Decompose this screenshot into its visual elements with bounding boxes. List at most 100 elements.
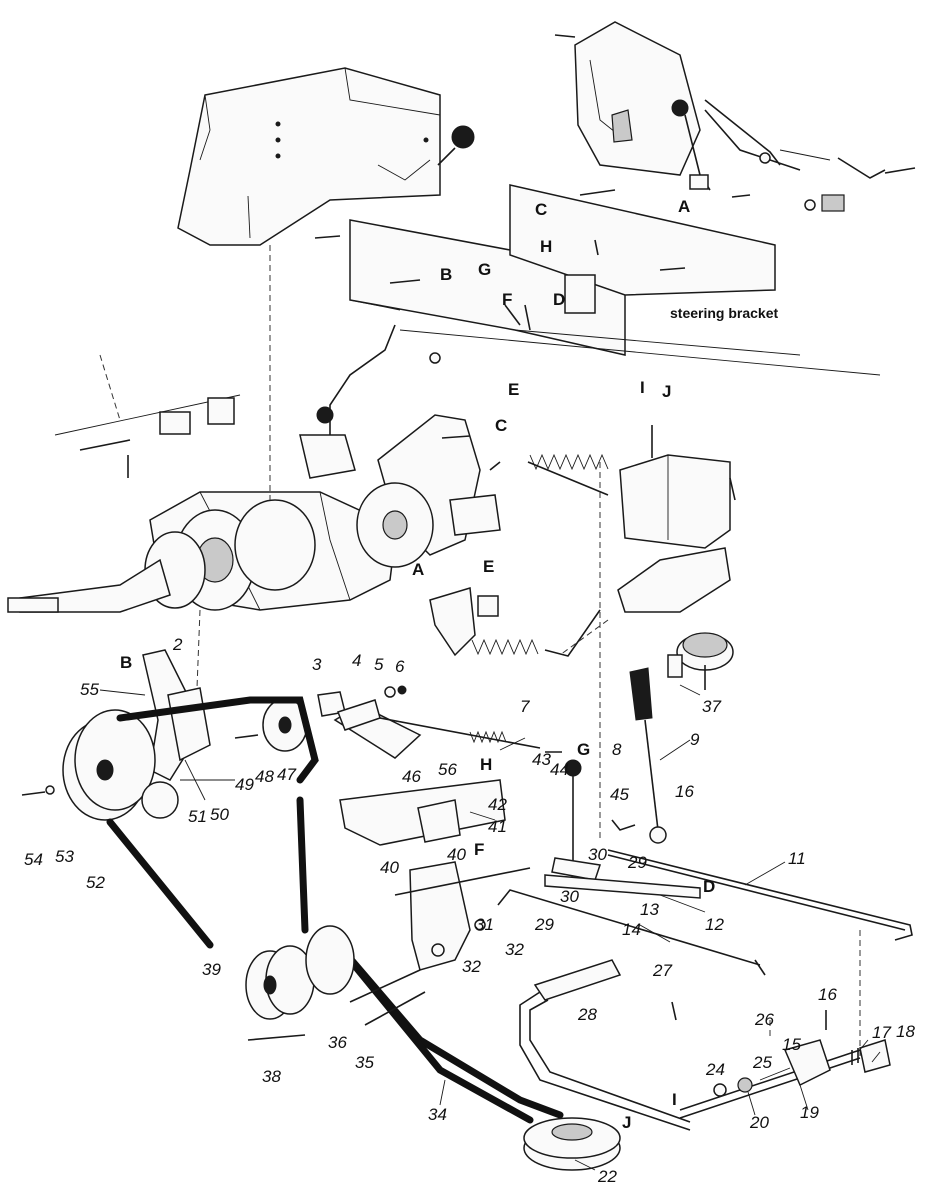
bolt-54-washer-53 <box>21 785 55 796</box>
letter-C-top: C <box>535 200 547 219</box>
letter-A-mid: A <box>412 560 424 579</box>
main-pulley-52 <box>62 709 179 821</box>
label-2: 2 <box>172 635 183 654</box>
pulley-bracket <box>617 425 736 690</box>
transmission <box>7 324 396 613</box>
label-14: 14 <box>622 920 641 939</box>
leader-lines <box>99 684 881 1171</box>
lift-lever-8 <box>551 759 601 881</box>
label-15: 15 <box>782 1035 801 1054</box>
label-30b: 30 <box>560 887 579 906</box>
letter-F-top: F <box>502 290 512 309</box>
label-17: 17 <box>872 1023 891 1042</box>
label-16a: 16 <box>675 782 694 801</box>
letter-H-top: H <box>540 237 552 256</box>
label-45: 45 <box>610 785 629 804</box>
label-5: 5 <box>374 655 384 674</box>
deck-pulley-22 <box>523 1117 621 1171</box>
letter-B-mid: B <box>120 653 132 672</box>
label-16b: 16 <box>818 985 837 1004</box>
label-35: 35 <box>355 1053 374 1072</box>
clutch-bracket <box>356 414 501 568</box>
gear-shift-knob <box>316 406 334 424</box>
letter-G-mid: G <box>577 740 590 759</box>
arm-3-4 <box>317 685 407 731</box>
label-38: 38 <box>262 1067 281 1086</box>
label-55: 55 <box>80 680 99 699</box>
letter-J-top: J <box>662 382 671 401</box>
throttle-knob <box>437 125 475 166</box>
label-40b: 40 <box>447 845 466 864</box>
label-22: 22 <box>597 1167 617 1186</box>
frame-panel <box>314 184 881 376</box>
letter-F-mid: F <box>474 840 484 859</box>
label-53: 53 <box>55 847 74 866</box>
label-51: 51 <box>188 807 207 826</box>
studs-35 <box>247 969 426 1041</box>
label-52: 52 <box>86 873 105 892</box>
label-20: 20 <box>749 1113 769 1132</box>
label-50: 50 <box>210 805 229 824</box>
label-34: 34 <box>428 1105 447 1124</box>
label-24: 24 <box>705 1060 725 1079</box>
cross-shaft-19 <box>671 1001 891 1119</box>
letter-H-mid: H <box>480 755 492 774</box>
label-6: 6 <box>395 657 405 676</box>
pedal-28 <box>519 959 691 1131</box>
label-25: 25 <box>752 1053 772 1072</box>
label-13: 13 <box>640 900 659 919</box>
lever-plate-46 <box>339 779 506 846</box>
label-30a: 30 <box>588 845 607 864</box>
label-48: 48 <box>255 767 274 786</box>
label-26: 26 <box>754 1010 774 1029</box>
label-19: 19 <box>800 1103 819 1122</box>
label-56: 56 <box>438 760 457 779</box>
letter-D-top: D <box>553 290 565 309</box>
label-49: 49 <box>235 775 254 794</box>
rod-27 <box>497 889 766 976</box>
label-4: 4 <box>352 651 361 670</box>
label-8: 8 <box>612 740 622 759</box>
label-36: 36 <box>328 1033 347 1052</box>
label-9: 9 <box>690 730 700 749</box>
letter-I-bot: I <box>672 1090 677 1109</box>
letter-D-mid: D <box>703 877 715 896</box>
label-43: 43 <box>532 750 551 769</box>
steering-cover <box>554 21 916 212</box>
letter-C-mid: C <box>495 416 507 435</box>
rod-12 <box>544 874 701 899</box>
mower-belt-34 <box>326 931 564 1124</box>
label-18: 18 <box>896 1022 915 1041</box>
pivot-bracket-31 <box>394 861 531 971</box>
label-42: 42 <box>488 795 507 814</box>
spring-upper <box>527 453 609 496</box>
letter-I-top: I <box>640 378 645 397</box>
label-7: 7 <box>520 697 530 716</box>
letter-A-top: A <box>678 197 690 216</box>
label-44: 44 <box>550 760 569 779</box>
steering-bracket-label: steering bracket <box>670 305 778 321</box>
idler-pulley-47 <box>234 698 308 752</box>
label-54: 54 <box>24 850 43 869</box>
double-pulley-36 <box>245 925 355 1020</box>
dash-cover <box>177 67 441 246</box>
label-11: 11 <box>788 849 806 868</box>
label-47: 47 <box>277 765 296 784</box>
label-46: 46 <box>402 767 421 786</box>
drive-belt-39 <box>106 696 319 949</box>
letter-E-mid: E <box>483 557 494 576</box>
letter-E-top: E <box>508 380 519 399</box>
label-37: 37 <box>702 697 721 716</box>
clutch-arm <box>429 587 499 657</box>
label-40a: 40 <box>380 858 399 877</box>
label-29a: 29 <box>627 853 647 872</box>
label-32b: 32 <box>462 957 481 976</box>
clutch-linkage <box>54 394 241 478</box>
rod-11 <box>607 849 913 941</box>
hand-lever-9 <box>611 667 667 844</box>
label-31: 31 <box>475 915 494 934</box>
label-41: 41 <box>488 817 507 836</box>
label-27: 27 <box>652 961 672 980</box>
label-28: 28 <box>577 1005 597 1024</box>
